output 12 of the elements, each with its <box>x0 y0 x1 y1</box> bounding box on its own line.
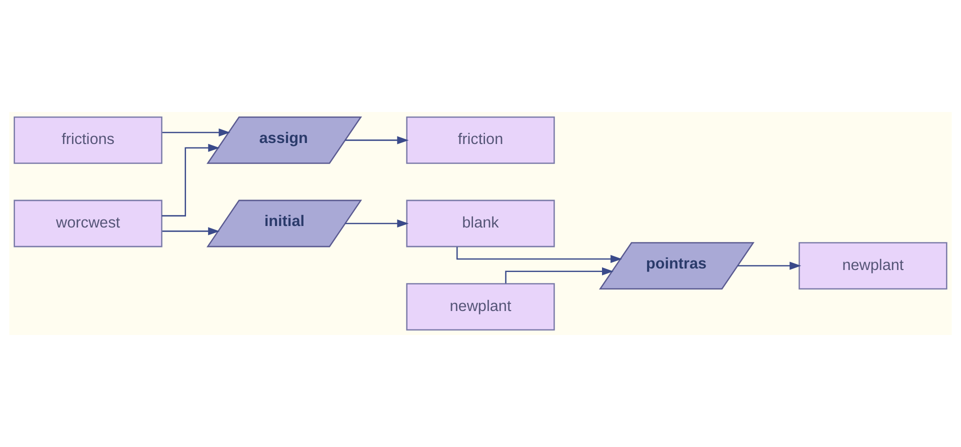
arrow <box>162 227 220 236</box>
arrow <box>162 128 230 137</box>
node-box: frictions <box>14 116 162 164</box>
arrow <box>162 144 220 216</box>
node-box: newplant <box>406 283 555 331</box>
node-box: friction <box>406 116 555 164</box>
node-box: worcwest <box>14 200 162 248</box>
arrow <box>345 136 409 144</box>
arrow <box>345 219 409 228</box>
arrow <box>738 262 802 270</box>
node-box: newplant <box>798 242 948 290</box>
node-box: blank <box>406 200 555 248</box>
